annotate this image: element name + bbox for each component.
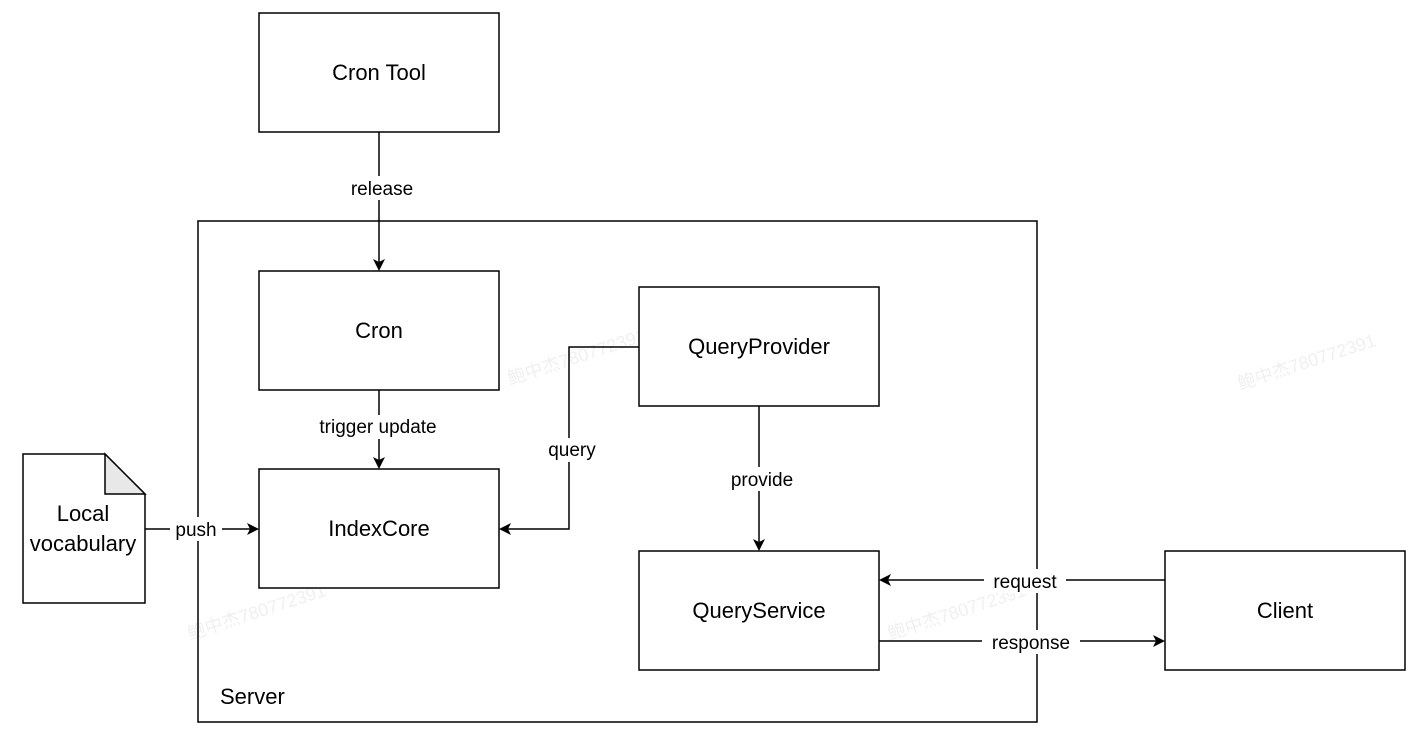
query-service-label: QueryService — [692, 598, 825, 623]
edge-label-request: request — [993, 572, 1057, 593]
edge-label-bg — [984, 569, 1066, 593]
edge-label-provide: provide — [731, 470, 793, 491]
edge-label-push: push — [175, 520, 216, 541]
client-node[interactable] — [1164, 550, 1406, 671]
edge-label-bg — [170, 517, 222, 541]
edge-label-response: response — [992, 633, 1070, 654]
index-core-label: IndexCore — [328, 516, 430, 541]
query-provider-label: QueryProvider — [688, 334, 830, 359]
watermark-text: 鲍中杰780772391 — [505, 325, 648, 389]
edge-label-bg — [722, 467, 800, 491]
cron-label: Cron — [355, 318, 403, 343]
query-service-node[interactable] — [638, 550, 880, 671]
server-label: Server — [220, 684, 285, 709]
edge-label-query: query — [548, 440, 596, 461]
document-fold-icon — [104, 452, 147, 495]
edge-label-bg — [340, 176, 420, 200]
client-label: Client — [1257, 598, 1313, 623]
server-container — [197, 220, 1038, 723]
edge-label-bg — [982, 630, 1080, 654]
watermark-text: 鲍中杰780772391 — [1235, 330, 1378, 394]
watermark-text: 鲍中杰780772391 — [185, 580, 328, 644]
edge-label-bg — [305, 415, 453, 439]
index-core-node[interactable] — [258, 468, 500, 589]
local-vocabulary-label-line2: vocabulary — [30, 531, 136, 556]
edge-label-trigger-update: trigger update — [319, 417, 436, 438]
cron-tool-label: Cron Tool — [332, 60, 426, 85]
edge-label-release: release — [351, 179, 413, 200]
local-vocabulary-label-line1: Local — [57, 501, 110, 526]
edge-label-bg — [540, 438, 602, 462]
